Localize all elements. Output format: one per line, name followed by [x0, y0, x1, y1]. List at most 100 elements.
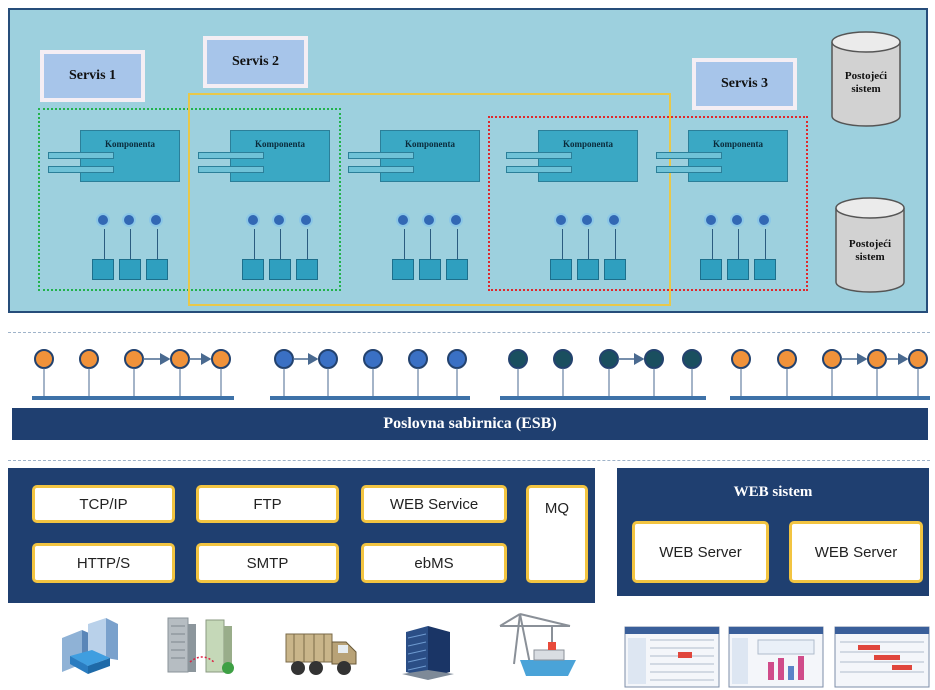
connector-line — [588, 229, 589, 259]
interface-dot — [580, 213, 594, 227]
esb-label: Poslovna sabirnica (ESB) — [383, 415, 557, 432]
service-3-box: Servis 3 — [692, 58, 797, 110]
protocol-mq: MQ — [526, 485, 588, 583]
component-label: Komponenta — [712, 139, 763, 149]
module-square — [604, 259, 626, 280]
connector-line — [307, 229, 308, 259]
database-cylinder-icon — [831, 31, 901, 127]
component-2: Komponenta — [198, 130, 338, 290]
web-server-label: WEB Server — [814, 543, 898, 561]
module-square — [700, 259, 722, 280]
protocol-http-s: HTTP/S — [32, 543, 175, 583]
component-port — [656, 166, 722, 173]
component-5: Komponenta — [656, 130, 796, 290]
interface-dot — [149, 213, 163, 227]
protocol-label: WEB Service — [389, 495, 479, 513]
protocol-tcp-ip: TCP/IP — [32, 485, 175, 523]
interface-dot — [396, 213, 410, 227]
connector-line — [254, 229, 255, 259]
component-port — [48, 166, 114, 173]
connector-line — [280, 229, 281, 259]
connector-line — [430, 229, 431, 259]
connector-line — [404, 229, 405, 259]
component-port — [198, 152, 264, 159]
port-crane-ship-icon — [499, 613, 576, 676]
esb-rail — [500, 396, 706, 400]
existing-system-bottom: Postojeći sistem — [832, 196, 908, 294]
module-square — [146, 259, 168, 280]
protocol-label: SMTP — [246, 554, 289, 572]
component-4: Komponenta — [506, 130, 646, 290]
connector-line — [130, 229, 131, 259]
module-square — [419, 259, 441, 280]
interface-dot — [122, 213, 136, 227]
connector-line — [157, 229, 158, 259]
separator-line — [8, 332, 930, 333]
web-server-1: WEB Server — [632, 521, 769, 583]
protocol-web-service: WEB Service — [361, 485, 507, 523]
web-server-label: WEB Server — [659, 543, 742, 561]
component-port — [48, 152, 114, 159]
separator-line — [8, 460, 930, 461]
esb-connectors — [32, 349, 930, 400]
buildings-icon — [62, 618, 118, 674]
component-port — [506, 166, 572, 173]
component-1: Komponenta — [48, 130, 188, 290]
esb-node-group-1 — [34, 349, 231, 369]
protocol-label: TCP/IP — [79, 495, 128, 513]
protocol-ebms: ebMS — [361, 543, 507, 583]
connector-line — [615, 229, 616, 259]
connector-line — [562, 229, 563, 259]
screenshot-2-icon — [728, 626, 824, 688]
screenshot-3-icon — [834, 626, 930, 688]
interface-dot — [299, 213, 313, 227]
protocol-label: ebMS — [414, 554, 454, 572]
protocol-label: MQ — [544, 500, 570, 517]
component-port — [348, 166, 414, 173]
truck-icon — [285, 633, 357, 675]
component-port — [198, 166, 264, 173]
web-server-2: WEB Server — [789, 521, 923, 583]
screenshot-1-icon — [624, 626, 720, 688]
esb-rail — [270, 396, 470, 400]
module-square — [446, 259, 468, 280]
protocol-label: HTTP/S — [76, 554, 131, 572]
interface-dot — [422, 213, 436, 227]
connector-line — [104, 229, 105, 259]
interface-dot — [96, 213, 110, 227]
existing-system-label-line2: sistem — [851, 83, 881, 95]
module-square — [269, 259, 291, 280]
existing-system-label-line1: Postojeći — [848, 238, 892, 250]
module-square — [119, 259, 141, 280]
existing-system-label-line2: sistem — [855, 251, 885, 263]
component-label: Komponenta — [254, 139, 305, 149]
service-3-label: Servis 3 — [720, 76, 769, 91]
connector-line — [712, 229, 713, 259]
interface-dot — [730, 213, 744, 227]
module-square — [242, 259, 264, 280]
module-square — [577, 259, 599, 280]
component-label: Komponenta — [404, 139, 455, 149]
component-label: Komponenta — [562, 139, 613, 149]
connector-line — [457, 229, 458, 259]
service-2-group — [188, 93, 671, 306]
protocol-smtp: SMTP — [196, 543, 339, 583]
existing-system-top: Postojeći sistem — [828, 30, 904, 128]
service-1-box: Servis 1 — [40, 50, 145, 102]
connector-line — [738, 229, 739, 259]
esb-node-group-3 — [508, 349, 702, 369]
component-3: Komponenta — [348, 130, 488, 290]
office-towers-icon — [167, 617, 234, 674]
component-label: Komponenta — [104, 139, 155, 149]
module-square — [92, 259, 114, 280]
connector-line — [765, 229, 766, 259]
interface-dot — [449, 213, 463, 227]
tower-building-icon — [402, 626, 454, 680]
component-port — [656, 152, 722, 159]
esb-rail — [32, 396, 234, 400]
interface-dot — [607, 213, 621, 227]
esb-bus: Poslovna sabirnica (ESB) — [12, 408, 928, 440]
esb-rail — [730, 396, 930, 400]
service-1-label: Servis 1 — [68, 68, 117, 83]
interface-dot — [246, 213, 260, 227]
